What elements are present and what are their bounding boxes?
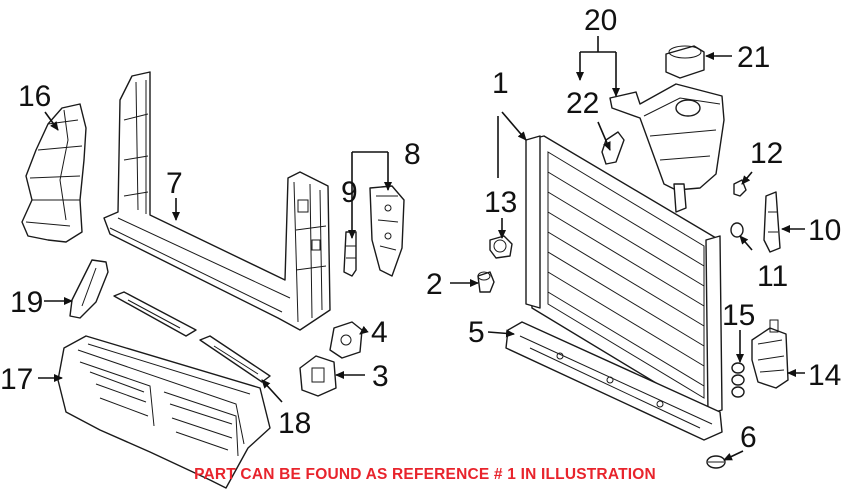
part-1-radiator	[525, 135, 723, 415]
callout-5: 5	[468, 316, 485, 349]
callout-14: 14	[808, 359, 841, 392]
part-3-mount	[299, 355, 337, 397]
part-19-seal	[69, 259, 109, 319]
part-9-clip	[343, 231, 357, 277]
callout-15: 15	[722, 299, 755, 332]
callout-10: 10	[808, 214, 841, 247]
callout-11: 11	[757, 260, 788, 293]
part-14-thermostat-housing	[751, 319, 789, 389]
part-18-deflectors	[113, 291, 271, 383]
part-5-lower-carrier	[505, 321, 723, 441]
callout-20: 20	[584, 4, 617, 37]
callout-22: 22	[566, 87, 599, 120]
callout-8: 8	[404, 138, 421, 171]
callout-12: 12	[750, 137, 783, 170]
callout-2: 2	[426, 268, 443, 301]
part-17-air-duct-grille	[57, 335, 271, 489]
part-15-seals	[731, 362, 745, 398]
part-4-mount	[329, 321, 363, 359]
part-22-sensor	[601, 131, 625, 165]
part-20-expansion-tank	[609, 83, 725, 213]
part-10-bracket	[763, 191, 781, 253]
callout-3: 3	[372, 360, 389, 393]
callout-7: 7	[166, 167, 183, 200]
leader-lines	[38, 36, 805, 461]
callout-1: 1	[492, 67, 509, 100]
callout-21: 21	[737, 41, 770, 74]
part-6-clip	[706, 455, 726, 469]
part-2-plug	[477, 271, 495, 293]
part-13-fitting	[489, 235, 513, 259]
reference-note: PART CAN BE FOUND AS REFERENCE # 1 IN IL…	[194, 466, 656, 483]
callout-4: 4	[371, 316, 388, 349]
part-11-o-ring	[730, 222, 744, 238]
callout-13: 13	[484, 186, 517, 219]
callout-9: 9	[341, 176, 358, 209]
callout-18: 18	[278, 407, 311, 440]
part-7-radiator-support	[103, 71, 331, 331]
callout-17: 17	[0, 363, 33, 396]
part-16-left-air-duct	[21, 103, 87, 243]
callout-labels: 1 2 3 4 5 6 7 8 9 10 11 12 13 14 15 16 1…	[0, 4, 841, 454]
part-21-cap	[665, 45, 705, 79]
callout-19: 19	[10, 286, 43, 319]
part-8-bracket	[369, 185, 405, 277]
callout-16: 16	[18, 80, 51, 113]
callout-6: 6	[740, 421, 757, 454]
